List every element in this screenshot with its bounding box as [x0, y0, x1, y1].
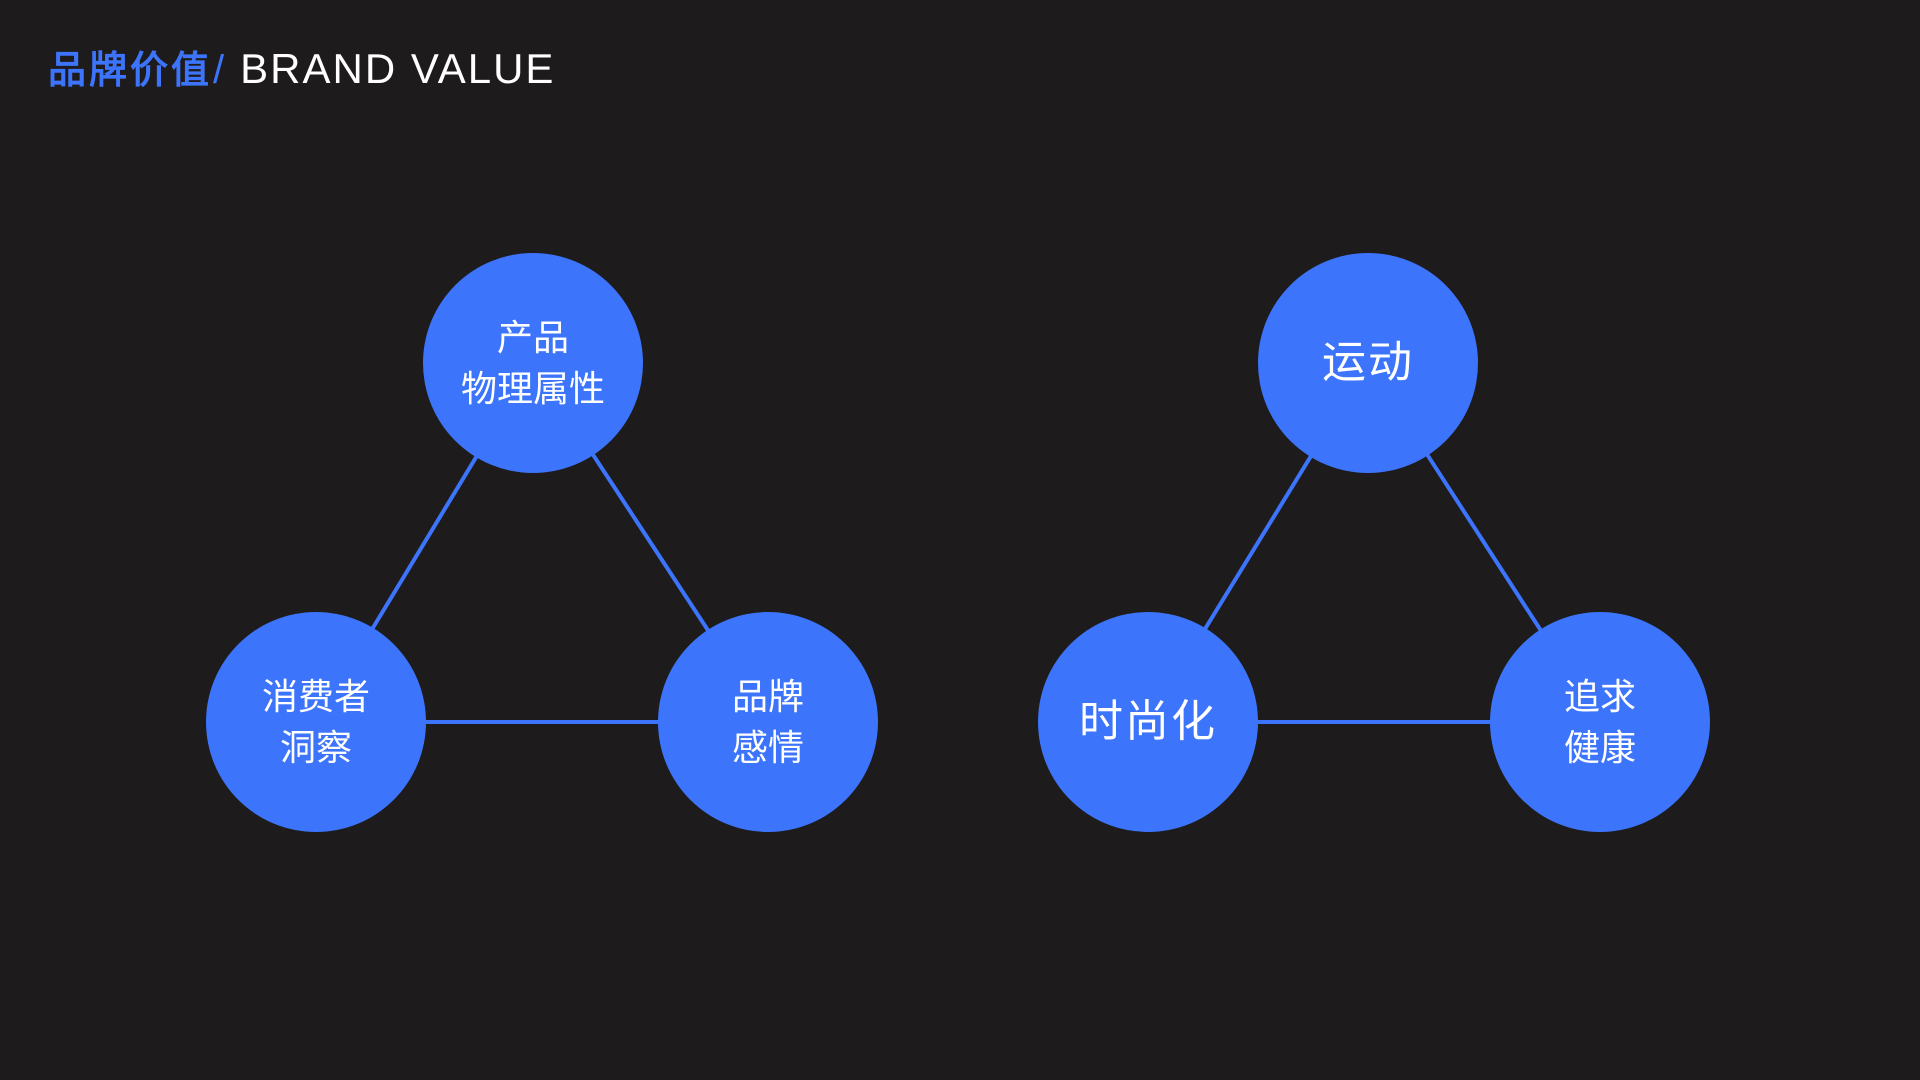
page-title: 品牌价值 / BRAND VALUE	[48, 45, 556, 92]
page-title-chinese: 品牌价值	[48, 50, 213, 92]
node-brand-emotion: 品牌 感情	[658, 612, 878, 832]
node-fashion-oriented: 时尚化	[1038, 612, 1258, 832]
node-pursue-health: 追求 健康	[1490, 612, 1710, 832]
node-sport: 运动	[1258, 253, 1478, 473]
title-slash-separator: /	[213, 48, 225, 92]
node-product-physical-attributes: 产品 物理属性	[423, 253, 643, 473]
page-title-english: BRAND VALUE	[240, 45, 556, 92]
node-consumer-insight: 消费者 洞察	[206, 612, 426, 832]
